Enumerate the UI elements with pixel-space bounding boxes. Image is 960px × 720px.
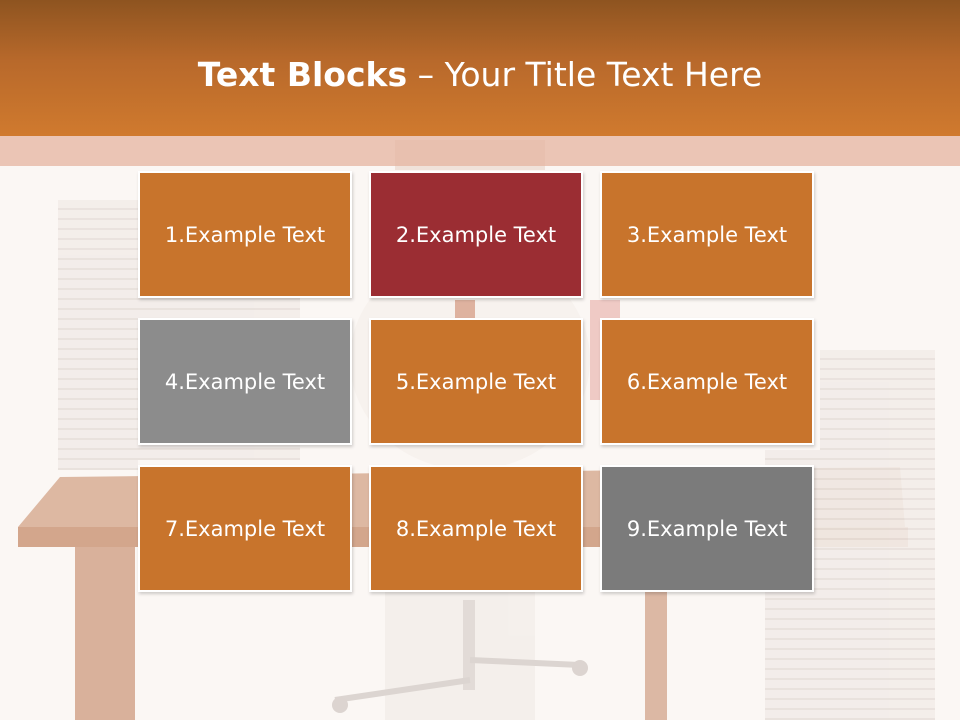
slide-title: Text Blocks – Your Title Text Here — [0, 52, 960, 98]
text-block-grid: 1.Example Text 2.Example Text 3.Example … — [138, 171, 814, 592]
chair — [332, 590, 588, 720]
text-block-5: 5.Example Text — [369, 318, 583, 445]
text-block-7: 7.Example Text — [138, 465, 352, 592]
text-block-3: 3.Example Text — [600, 171, 814, 298]
text-block-8: 8.Example Text — [369, 465, 583, 592]
title-bold: Text Blocks — [197, 55, 408, 94]
text-block-9: 9.Example Text — [600, 465, 814, 592]
text-block-6: 6.Example Text — [600, 318, 814, 445]
text-block-4: 4.Example Text — [138, 318, 352, 445]
title-underband — [0, 136, 960, 166]
title-rest: – Your Title Text Here — [407, 55, 763, 94]
title-bar — [0, 0, 960, 136]
text-block-1: 1.Example Text — [138, 171, 352, 298]
text-block-2: 2.Example Text — [369, 171, 583, 298]
